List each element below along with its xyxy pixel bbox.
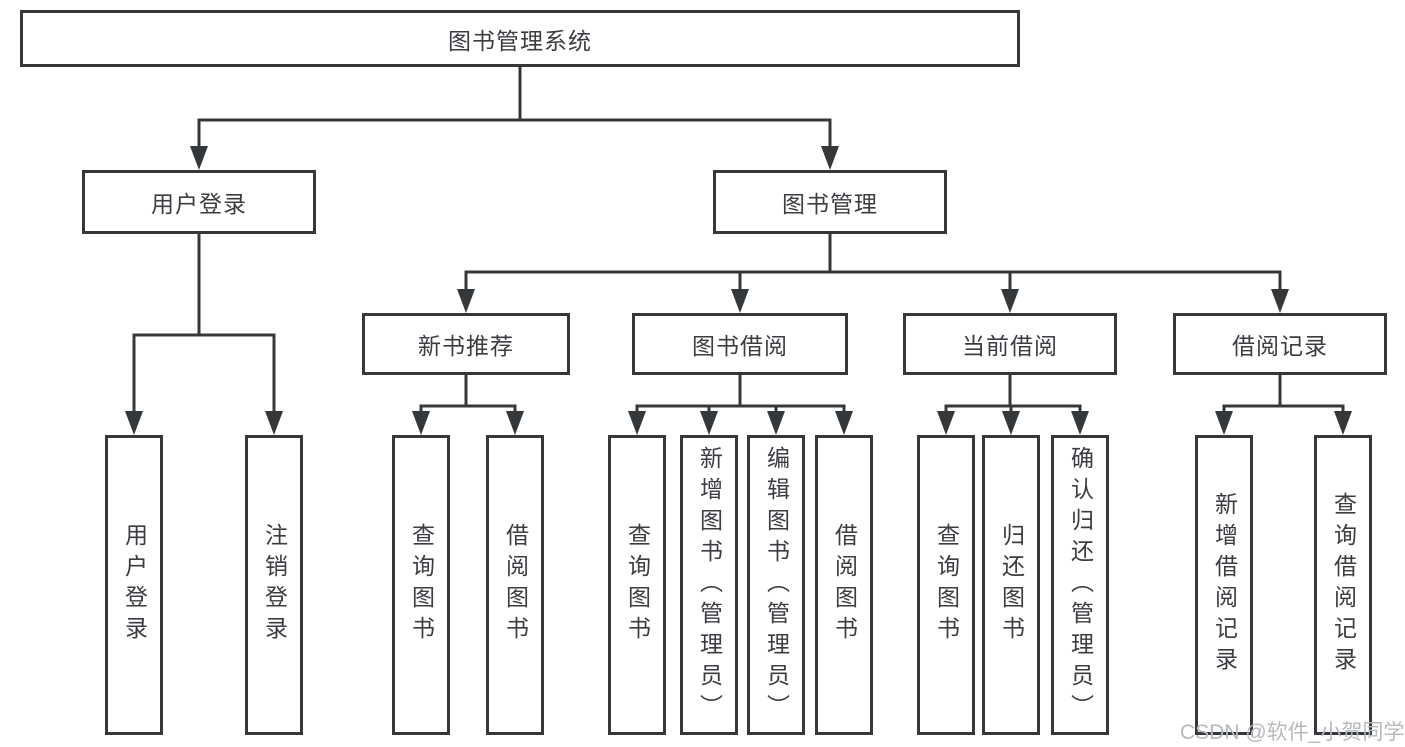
node-user-login-label: 用户登录 — [151, 191, 247, 217]
csdn-watermark: CSDN @软件_小贺同学 — [1180, 721, 1405, 744]
leaf-bb-borrow-books: 借阅图书 — [815, 435, 873, 735]
leaf-bb-query-books-label: 查询图书 — [624, 523, 651, 647]
arrowheads — [125, 146, 1352, 435]
leaf-user-login: 用户登录 — [105, 435, 163, 735]
leaf-bb-query-books: 查询图书 — [608, 435, 666, 735]
node-root-label: 图书管理系统 — [448, 27, 592, 54]
leaf-br-query-record-label: 查询借阅记录 — [1330, 492, 1357, 678]
node-current-borrow-label: 当前借阅 — [962, 333, 1058, 359]
node-book-borrow-label: 图书借阅 — [692, 333, 788, 359]
node-book-borrow: 图书借阅 — [632, 313, 848, 375]
leaf-br-add-record-label: 新增借阅记录 — [1211, 492, 1238, 678]
leaf-br-query-record: 查询借阅记录 — [1314, 435, 1372, 735]
leaf-cb-query-books-label: 查询图书 — [933, 523, 960, 647]
leaf-br-add-record: 新增借阅记录 — [1195, 435, 1253, 735]
node-book-management: 图书管理 — [713, 170, 947, 234]
leaf-nbr-query-books: 查询图书 — [392, 435, 450, 735]
node-new-book-recommend-label: 新书推荐 — [418, 333, 514, 359]
leaf-bb-borrow-books-label: 借阅图书 — [831, 523, 858, 647]
node-current-borrow: 当前借阅 — [903, 313, 1117, 375]
leaf-cb-query-books: 查询图书 — [917, 435, 975, 735]
leaf-nbr-borrow-books-label: 借阅图书 — [502, 523, 529, 647]
leaf-cb-return-books-label: 归还图书 — [998, 523, 1025, 647]
leaf-bb-edit-books: 编辑图书（管理员） — [747, 435, 805, 735]
leaf-user-login-label: 用户登录 — [121, 523, 148, 647]
leaf-bb-edit-books-label: 编辑图书（管理员） — [763, 445, 790, 725]
leaf-logout-label: 注销登录 — [261, 523, 288, 647]
node-new-book-recommend: 新书推荐 — [362, 313, 570, 375]
node-root: 图书管理系统 — [20, 10, 1020, 67]
leaf-nbr-query-books-label: 查询图书 — [408, 523, 435, 647]
leaf-bb-add-books-label: 新增图书（管理员） — [696, 445, 723, 725]
node-book-management-label: 图书管理 — [782, 191, 878, 217]
leaf-bb-add-books: 新增图书（管理员） — [680, 435, 738, 735]
node-borrow-record: 借阅记录 — [1173, 313, 1387, 375]
leaf-cb-confirm-return: 确认归还（管理员） — [1051, 435, 1109, 735]
leaf-cb-return-books: 归还图书 — [982, 435, 1040, 735]
leaf-logout: 注销登录 — [245, 435, 303, 735]
leaf-cb-confirm-return-label: 确认归还（管理员） — [1067, 445, 1094, 725]
node-user-login: 用户登录 — [82, 170, 316, 234]
leaf-nbr-borrow-books: 借阅图书 — [486, 435, 544, 735]
node-borrow-record-label: 借阅记录 — [1232, 333, 1328, 359]
